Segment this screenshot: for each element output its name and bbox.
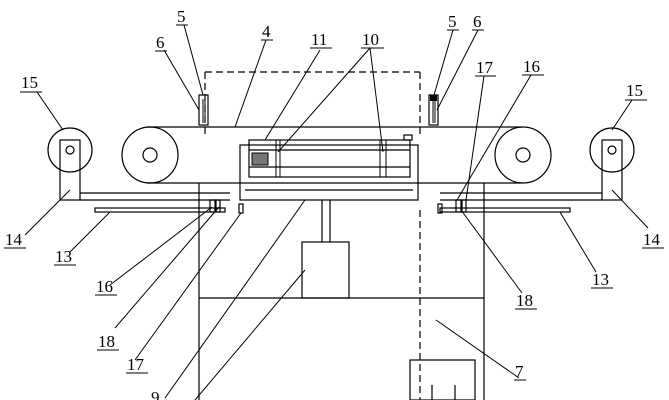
- label-7: 7: [515, 362, 524, 381]
- label-5-left: 5: [177, 7, 186, 26]
- label-6-left: 6: [156, 33, 165, 52]
- label-9: 9: [151, 388, 160, 400]
- right-sensor: [428, 94, 439, 126]
- label-15-left: 15: [21, 73, 38, 92]
- right-roller: [437, 127, 635, 214]
- label-6-right: 6: [473, 12, 482, 31]
- label-13-left: 13: [55, 247, 72, 266]
- label-17-bottom: 17: [127, 355, 145, 374]
- part-labels: 5 6 4 11 10 5 6 17 16 15 15 14 14 13 13 …: [4, 7, 664, 400]
- label-13-right: 13: [592, 270, 609, 289]
- label-14-left: 14: [5, 230, 23, 249]
- dashed-frame: [204, 71, 421, 400]
- label-18-right: 18: [516, 291, 533, 310]
- left-roller: [47, 127, 244, 214]
- leader-lines: [24, 24, 649, 400]
- main-frame: [198, 183, 485, 400]
- label-4: 4: [262, 22, 271, 41]
- label-14-right: 14: [643, 230, 661, 249]
- left-sensor: [198, 94, 209, 126]
- label-16-bottom: 16: [96, 277, 113, 296]
- support-column: [301, 200, 350, 299]
- label-17-top: 17: [476, 58, 494, 77]
- label-15-right: 15: [626, 81, 643, 100]
- label-16-top: 16: [523, 57, 540, 76]
- label-5-right: 5: [448, 12, 457, 31]
- label-11: 11: [311, 30, 327, 49]
- label-10: 10: [362, 30, 379, 49]
- central-box: [239, 134, 419, 201]
- conveyor-belt: [121, 126, 552, 184]
- label-18-left: 18: [98, 332, 115, 351]
